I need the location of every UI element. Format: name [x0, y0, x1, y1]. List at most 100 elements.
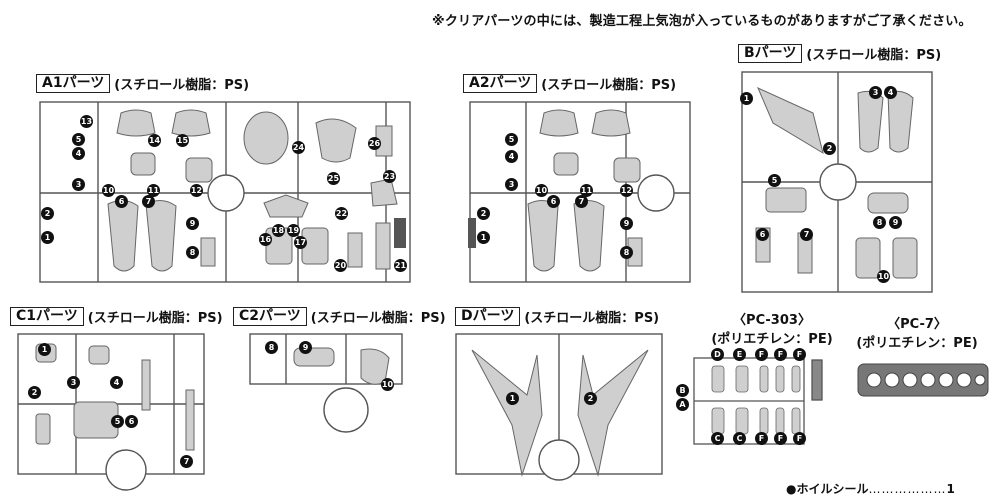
part-number: 15: [176, 134, 189, 147]
foil-sticker-line: ●ホイルシール………………1: [786, 480, 955, 497]
part-number: 19: [287, 224, 300, 237]
part-number: 5: [768, 174, 781, 187]
part-number: 8: [186, 246, 199, 259]
part-number: 3: [67, 376, 80, 389]
poly-label: F: [793, 432, 806, 445]
pc7-header: 〈PC-7〉 (ポリエチレン：PE): [842, 313, 992, 351]
part-number: 6: [115, 195, 128, 208]
runner-pc303: [680, 348, 850, 454]
part-number: 16: [259, 233, 272, 246]
part-number: 6: [756, 228, 769, 241]
part-number: 1: [41, 231, 54, 244]
pc7-material: (ポリエチレン：PE): [856, 336, 978, 351]
part-number: 10: [535, 184, 548, 197]
sprue-c1: [14, 330, 210, 494]
part-number: 12: [190, 184, 203, 197]
sheet-label: A2パーツ: [463, 74, 538, 93]
poly-label: D: [711, 348, 724, 361]
sprue-d: [452, 330, 668, 494]
sprue-b-drawing: [741, 71, 933, 293]
poly-label: B: [676, 384, 689, 397]
pc303-material: (ポリエチレン：PE): [711, 332, 833, 347]
part-number: 1: [38, 343, 51, 356]
part-number: 24: [292, 141, 305, 154]
part-number: 4: [884, 86, 897, 99]
part-number: 21: [394, 259, 407, 272]
pc303-header: 〈PC-303〉 (ポリエチレン：PE): [694, 309, 850, 347]
sheet-material: (スチロール樹脂：PS): [541, 78, 677, 93]
part-number: 3: [505, 178, 518, 191]
sprue-a1-drawing: [39, 101, 411, 283]
part-number: 12: [620, 184, 633, 197]
part-number: 8: [265, 341, 278, 354]
poly-label: C: [711, 432, 724, 445]
part-number: 9: [620, 217, 633, 230]
sheet-header-c1: C1パーツ (スチロール樹脂：PS): [10, 307, 223, 326]
pc7-drawing: [857, 363, 989, 397]
poly-label: E: [733, 348, 746, 361]
part-number: 9: [889, 216, 902, 229]
clear-parts-notice: ※クリアパーツの中には、製造工程上気泡が入っているものがありますがご了承ください…: [432, 14, 972, 29]
sprue-c2-drawing: [249, 333, 403, 433]
sheet-material: (スチロール樹脂：PS): [87, 311, 223, 326]
part-number: 7: [575, 195, 588, 208]
part-number: 1: [740, 92, 753, 105]
sprue-b: [738, 68, 938, 296]
sprue-a2: [466, 98, 696, 288]
part-number: 1: [506, 392, 519, 405]
part-number: 7: [180, 455, 193, 468]
poly-label: F: [774, 348, 787, 361]
poly-label: A: [676, 398, 689, 411]
part-number: 11: [580, 184, 593, 197]
part-number: 13: [80, 115, 93, 128]
sheet-header-a2: A2パーツ (スチロール樹脂：PS): [463, 74, 676, 93]
sheet-label: A1パーツ: [36, 74, 111, 93]
part-number: 4: [505, 150, 518, 163]
part-number: 3: [869, 86, 882, 99]
sprue-a2-drawing: [468, 101, 691, 283]
poly-label: F: [774, 432, 787, 445]
part-number: 14: [148, 134, 161, 147]
sheet-label: C1パーツ: [10, 307, 84, 326]
part-number: 10: [877, 270, 890, 283]
sprue-a1: [36, 98, 416, 288]
part-number: 5: [505, 133, 518, 146]
part-number: 20: [334, 259, 347, 272]
part-number: 26: [368, 137, 381, 150]
part-number: 6: [547, 195, 560, 208]
part-number: 2: [28, 386, 41, 399]
part-number: 8: [873, 216, 886, 229]
part-number: 4: [72, 147, 85, 160]
part-number: 9: [186, 217, 199, 230]
sheet-header-c2: C2パーツ (スチロール樹脂：PS): [233, 307, 446, 326]
part-number: 10: [381, 378, 394, 391]
sprue-c1-drawing: [17, 333, 205, 491]
part-number: 7: [800, 228, 813, 241]
sheet-label: Dパーツ: [455, 307, 521, 326]
part-number: 6: [125, 415, 138, 428]
pc303-title: 〈PC-303〉: [733, 313, 811, 328]
part-number: 18: [272, 224, 285, 237]
part-number: 2: [823, 142, 836, 155]
sprue-c2: [246, 330, 406, 440]
sheet-header-a1: A1パーツ (スチロール樹脂：PS): [36, 74, 249, 93]
part-number: 23: [383, 170, 396, 183]
sheet-header-d: Dパーツ (スチロール樹脂：PS): [455, 307, 659, 326]
foil-sticker-label: ●ホイルシール: [786, 482, 869, 496]
part-number: 9: [299, 341, 312, 354]
sprue-d-drawing: [455, 333, 663, 481]
part-number: 8: [620, 246, 633, 259]
runner-pc7: [854, 356, 994, 406]
part-number: 10: [102, 184, 115, 197]
poly-label: F: [793, 348, 806, 361]
part-number: 22: [335, 207, 348, 220]
sheet-label: C2パーツ: [233, 307, 307, 326]
part-number: 2: [41, 207, 54, 220]
pc303-drawing: [693, 357, 823, 445]
poly-label: F: [755, 348, 768, 361]
sheet-material: (スチロール樹脂：PS): [310, 311, 446, 326]
part-number: 3: [72, 178, 85, 191]
part-number: 2: [584, 392, 597, 405]
part-number: 5: [111, 415, 124, 428]
pc7-title: 〈PC-7〉: [887, 317, 947, 332]
